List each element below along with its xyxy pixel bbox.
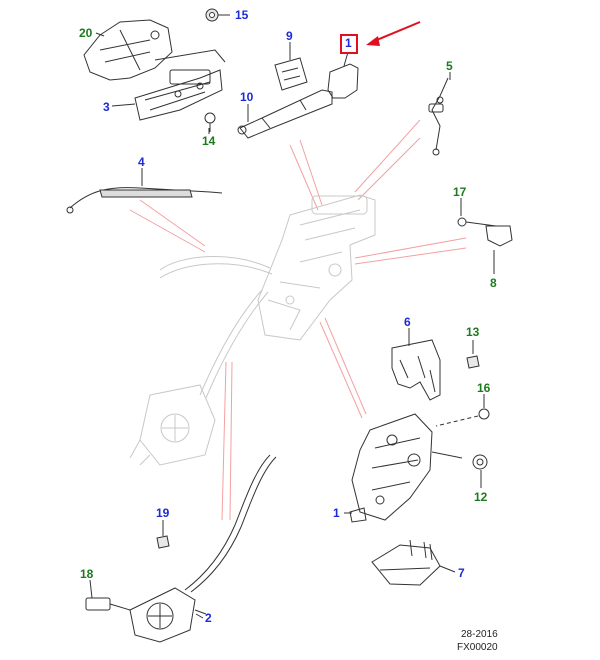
part-1-latch-shape <box>349 413 463 523</box>
callout-9: 9 <box>286 29 293 43</box>
part-16-screw-shape <box>478 408 490 420</box>
callout-14: 14 <box>202 134 216 148</box>
part-18-connector-shape <box>85 597 131 611</box>
callout-13: 13 <box>466 325 480 339</box>
part-5-rod-shape <box>428 77 449 156</box>
part-17-8-bracket-shape <box>457 217 513 247</box>
callout-5: 5 <box>446 59 453 73</box>
part-3-carrier-shape <box>134 49 226 121</box>
part-19-plug-shape <box>156 535 170 549</box>
part-12-grommet-shape <box>472 454 488 470</box>
part-13-grommet-shape <box>466 355 480 369</box>
part-15-nut-shape <box>205 8 219 22</box>
callout-8: 8 <box>490 276 497 290</box>
part-20-bracket-shape <box>83 19 173 81</box>
part-4-cable-shape <box>66 187 223 214</box>
callout-2: 2 <box>205 611 212 625</box>
callout-18: 18 <box>80 567 94 581</box>
callout-20: 20 <box>79 26 93 40</box>
callout-7: 7 <box>458 566 465 580</box>
red-leader-lines <box>129 119 467 521</box>
callout-19: 19 <box>156 506 170 520</box>
callout-15: 15 <box>235 8 249 22</box>
callout-16: 16 <box>477 381 491 395</box>
callout-12: 12 <box>474 490 488 504</box>
footer-figure-code: FX00020 <box>457 642 498 653</box>
callout-4: 4 <box>138 155 145 169</box>
callout-1-right: 1 <box>333 506 340 520</box>
part-7-cover-shape <box>371 539 441 586</box>
part-10-handle-shape <box>237 89 333 139</box>
footer-date-code: 28-2016 <box>461 629 498 640</box>
callout-leader-lines <box>89 32 495 619</box>
highlight-box-part-1 <box>340 34 358 54</box>
red-arrow-pointer <box>366 21 421 46</box>
part-2-actuator-shape <box>129 454 277 643</box>
part-6-cover-shape <box>391 339 441 401</box>
callout-17: 17 <box>453 185 467 199</box>
callout-10: 10 <box>240 90 254 104</box>
part-14-screw-shape <box>204 112 216 132</box>
callout-3: 3 <box>103 100 110 114</box>
callout-1-top: 1 <box>345 36 352 50</box>
part-9-bracket-shape <box>274 57 308 91</box>
central-door-latch-assembly <box>129 194 376 466</box>
callout-6: 6 <box>404 315 411 329</box>
